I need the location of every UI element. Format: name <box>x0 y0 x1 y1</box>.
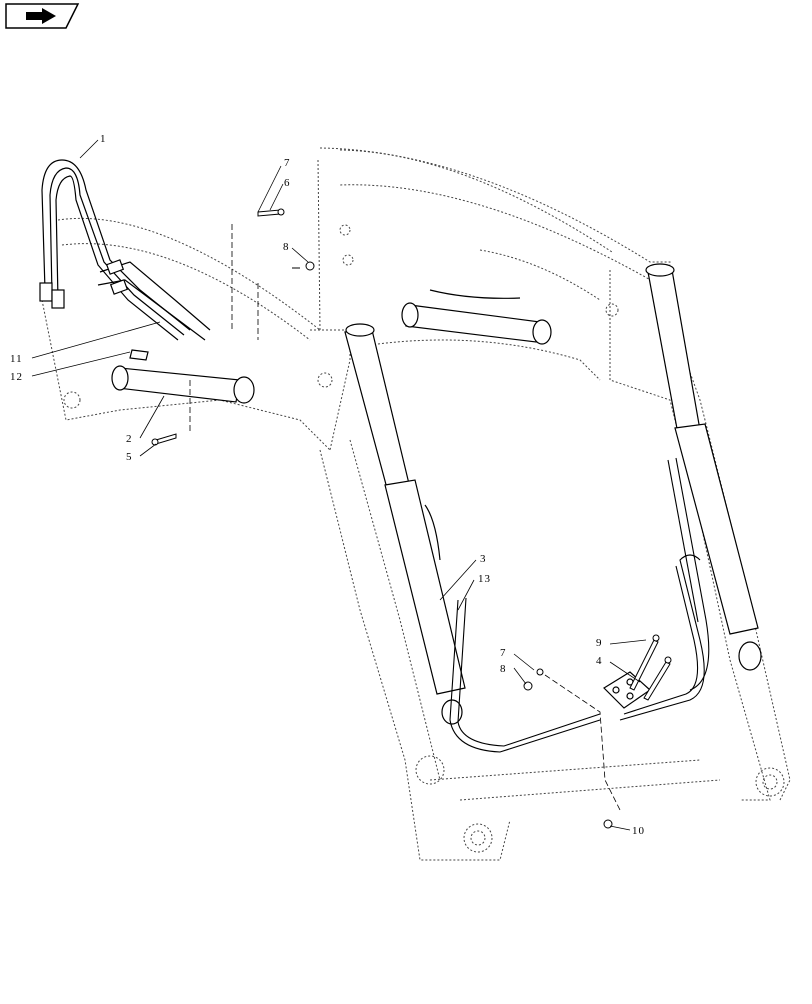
assembly-lines <box>189 224 621 811</box>
washer-7-lower <box>523 668 544 691</box>
bolt-6 <box>257 208 285 217</box>
callout-7-lower: 7 <box>500 647 507 659</box>
callout-3: 3 <box>480 553 487 565</box>
right-tilt-cylinder <box>645 263 762 671</box>
left-lift-cylinder <box>111 349 255 404</box>
callout-8-upper: 8 <box>283 241 290 253</box>
bolts-9 <box>629 634 672 701</box>
callout-6: 6 <box>284 177 291 189</box>
bolt-5 <box>151 433 177 446</box>
nut-10 <box>603 819 613 829</box>
callout-4: 4 <box>596 655 603 667</box>
callout-9: 9 <box>596 637 603 649</box>
valve-block <box>603 671 651 709</box>
callout-12: 12 <box>10 371 23 383</box>
callout-11: 11 <box>10 353 23 365</box>
callout-5: 5 <box>126 451 133 463</box>
callout-labels: 1 7 6 8 11 12 2 5 3 13 9 4 7 8 10 <box>10 133 645 837</box>
hose-assembly <box>41 159 211 341</box>
nut-8-upper <box>292 261 315 271</box>
callout-10: 10 <box>632 825 645 837</box>
hose-fittings <box>39 259 129 309</box>
next-page-arrow-icon[interactable] <box>5 3 80 29</box>
callout-2: 2 <box>126 433 133 445</box>
callout-7-upper: 7 <box>284 157 291 169</box>
valve-hose-loop <box>449 457 710 753</box>
callout-1: 1 <box>100 133 107 145</box>
left-tilt-cylinder <box>344 323 466 725</box>
callout-8-lower: 8 <box>500 663 507 675</box>
leader-lines <box>31 139 647 831</box>
callout-13: 13 <box>478 573 491 585</box>
upper-cylinder <box>401 289 552 345</box>
